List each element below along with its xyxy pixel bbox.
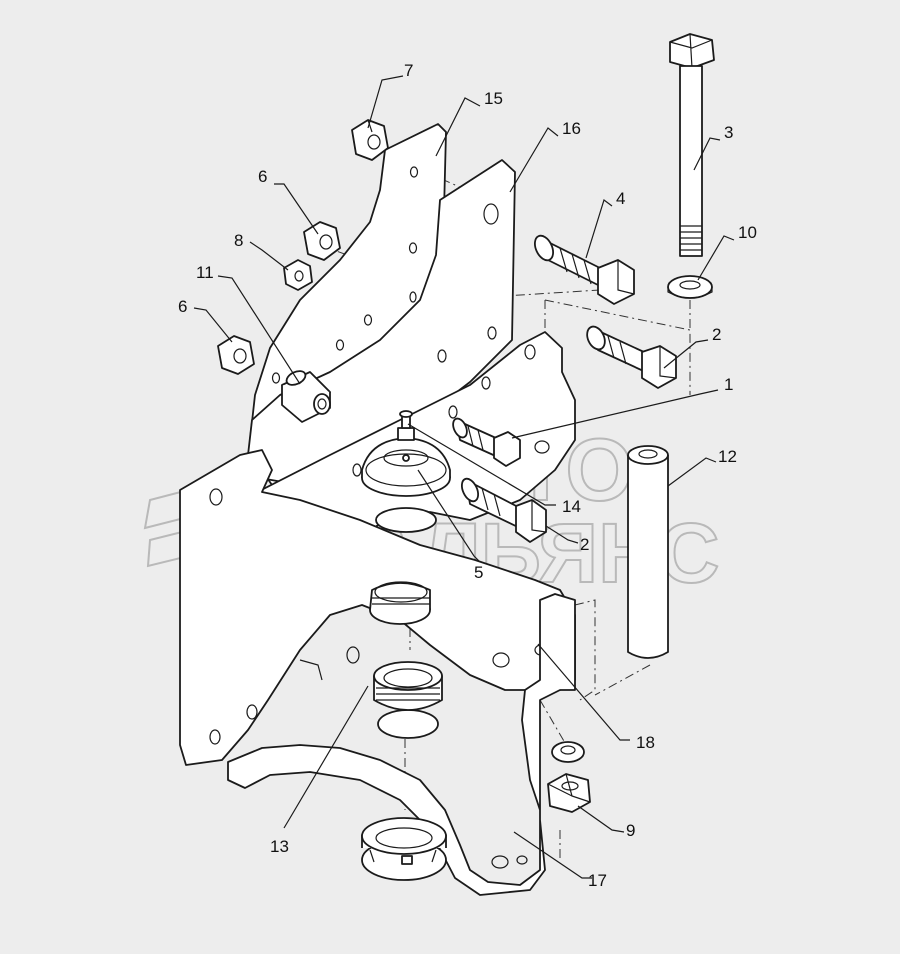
callout-6-lower: 6: [178, 297, 187, 316]
leader-lines: [193, 75, 735, 879]
part-6-nut-lower: [217, 335, 255, 375]
part-bushing-threaded-upper: [369, 581, 431, 625]
callout-5: 5: [474, 563, 483, 582]
part-6-nut-upper: [303, 221, 341, 261]
part-5-ball-joint: [361, 410, 451, 533]
callout-11: 11: [196, 263, 214, 282]
part-13-threaded-bushing: [373, 661, 443, 739]
part-3-long-bolt: [669, 33, 715, 257]
callout-6-upper: 6: [258, 167, 267, 186]
callout-8: 8: [234, 231, 243, 250]
part-12-pin: [627, 445, 669, 659]
part-7-nut: [351, 119, 389, 161]
part-slotted-nut: [361, 817, 447, 881]
callout-12: 12: [718, 447, 737, 466]
callout-14: 14: [562, 497, 581, 516]
callout-2-upper: 2: [712, 325, 721, 344]
part-17-base-plate: [227, 593, 576, 896]
part-4-bolt: [534, 234, 635, 305]
callout-4: 4: [616, 189, 625, 208]
part-10-lock-washer: [667, 275, 713, 299]
part-2-bolt-lower: [460, 477, 547, 543]
part-washer-lower: [551, 741, 585, 763]
callout-10: 10: [738, 223, 757, 242]
callout-13: 13: [270, 837, 289, 856]
part-1-small-bolt: [452, 417, 521, 467]
callout-18: 18: [636, 733, 655, 752]
part-11-bushing: [281, 370, 331, 423]
callout-16: 16: [562, 119, 581, 138]
callout-2-lower: 2: [580, 535, 589, 554]
callout-3: 3: [724, 123, 733, 142]
part-2-bolt-upper: [586, 325, 677, 389]
callout-labels: 7 15 16 3 4 10 6 8 6 11 2 1 12 14 2 5 18…: [178, 61, 757, 890]
callout-7: 7: [404, 61, 413, 80]
part-9-nut: [547, 773, 591, 813]
callout-1: 1: [724, 375, 733, 394]
part-8-nut: [283, 259, 313, 291]
callout-9: 9: [626, 821, 635, 840]
callout-15: 15: [484, 89, 503, 108]
callout-17: 17: [588, 871, 607, 890]
